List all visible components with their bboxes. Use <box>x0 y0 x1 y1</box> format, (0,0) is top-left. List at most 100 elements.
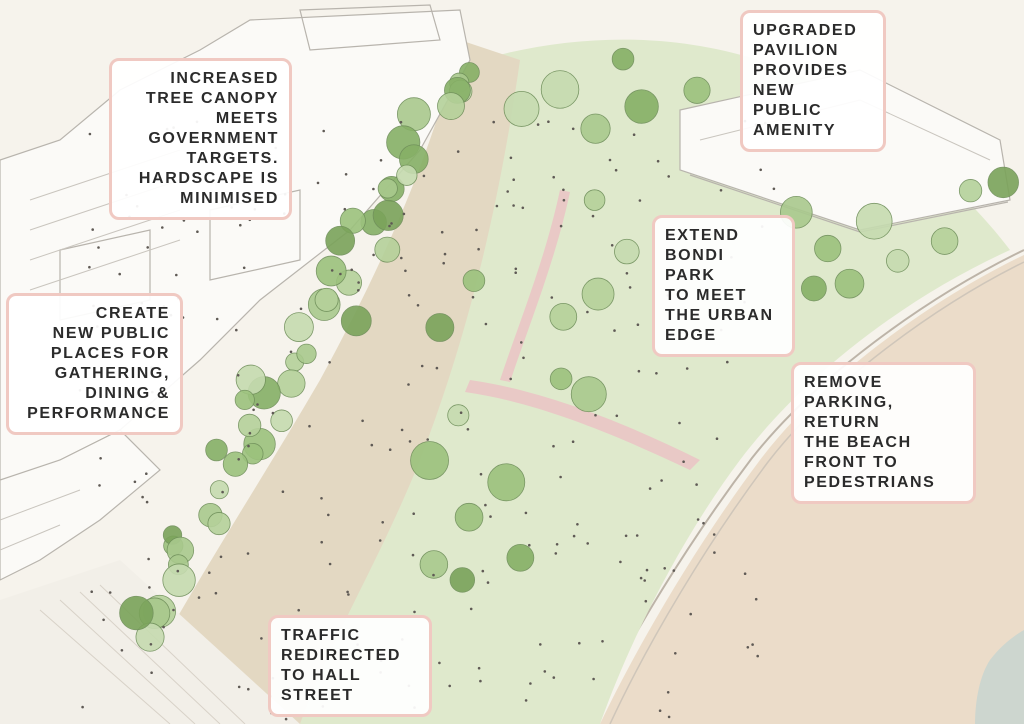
person <box>145 500 149 504</box>
person <box>469 607 473 611</box>
tree <box>987 166 1019 199</box>
callout-line: PARK <box>665 267 716 284</box>
person <box>316 181 320 185</box>
person <box>361 419 364 423</box>
person <box>695 483 698 486</box>
campbell-parade-plaza <box>120 40 520 724</box>
tree <box>449 567 476 593</box>
tree <box>270 409 293 433</box>
callout-line: EXTEND <box>665 227 740 244</box>
person <box>399 120 403 124</box>
person <box>702 521 705 525</box>
callout-line: PAVILION <box>753 42 839 59</box>
person <box>613 329 616 332</box>
person <box>625 272 629 275</box>
tree <box>205 438 228 462</box>
person <box>99 457 102 460</box>
person <box>320 540 324 544</box>
person <box>586 310 589 314</box>
person <box>456 150 460 153</box>
tree <box>222 451 249 477</box>
person <box>420 364 424 368</box>
person <box>404 269 407 273</box>
tree <box>930 227 959 255</box>
tree <box>277 369 306 398</box>
person <box>489 515 492 518</box>
callout-line: PERFORMANCE <box>27 405 170 422</box>
person <box>197 596 201 599</box>
person <box>370 443 374 447</box>
person <box>713 551 716 554</box>
person <box>246 552 250 555</box>
person <box>256 403 259 406</box>
person <box>655 372 658 375</box>
person <box>357 281 360 284</box>
callout-line: PROVIDES <box>753 62 849 79</box>
person <box>408 440 412 443</box>
person <box>466 428 470 431</box>
person <box>175 273 178 277</box>
person <box>379 159 383 162</box>
person <box>521 206 525 210</box>
person <box>685 367 689 370</box>
person <box>674 652 677 655</box>
person <box>520 341 523 344</box>
person <box>221 490 224 494</box>
person <box>442 261 446 265</box>
person <box>656 159 660 163</box>
callout-line: PARKING, <box>804 394 894 411</box>
person <box>438 661 441 665</box>
person <box>422 174 426 178</box>
person <box>601 640 604 643</box>
tree <box>296 343 317 364</box>
person <box>663 567 666 570</box>
callout-line: UPGRADED <box>753 22 858 39</box>
tree <box>583 189 606 211</box>
tree <box>377 178 398 199</box>
person <box>357 289 360 292</box>
person <box>214 591 218 595</box>
person <box>237 458 240 461</box>
person <box>378 539 382 542</box>
person <box>639 576 643 580</box>
tree <box>801 275 827 302</box>
callout-line: STREET <box>281 687 354 704</box>
person <box>344 173 348 176</box>
person <box>608 158 612 162</box>
tree <box>683 76 711 104</box>
tree <box>549 302 578 331</box>
person <box>297 608 301 612</box>
person <box>479 679 482 683</box>
person <box>448 684 452 688</box>
person <box>97 246 100 249</box>
tree <box>209 480 229 500</box>
callout-line: PEDESTRIANS <box>804 474 936 491</box>
person <box>592 677 595 681</box>
person <box>512 204 515 207</box>
person <box>350 268 354 272</box>
callout-line: PLACES FOR <box>50 345 170 362</box>
callout-line: FRONT TO <box>804 454 899 471</box>
person <box>672 569 676 572</box>
person <box>572 534 576 538</box>
person <box>343 207 347 211</box>
person <box>133 480 137 484</box>
person <box>247 687 250 691</box>
person <box>536 123 540 126</box>
person <box>524 699 528 702</box>
person <box>330 269 334 272</box>
tree <box>372 199 404 231</box>
person <box>260 637 263 640</box>
person <box>509 377 512 381</box>
callout-line: DINING & <box>85 385 170 402</box>
person <box>539 643 542 646</box>
tree <box>570 376 607 413</box>
person <box>667 175 670 178</box>
person <box>751 643 754 646</box>
person <box>715 437 719 441</box>
person <box>514 271 517 275</box>
tree <box>540 70 580 109</box>
callout-line: TO HALL <box>281 667 362 684</box>
callout-line: TREE CANOPY <box>145 90 279 107</box>
